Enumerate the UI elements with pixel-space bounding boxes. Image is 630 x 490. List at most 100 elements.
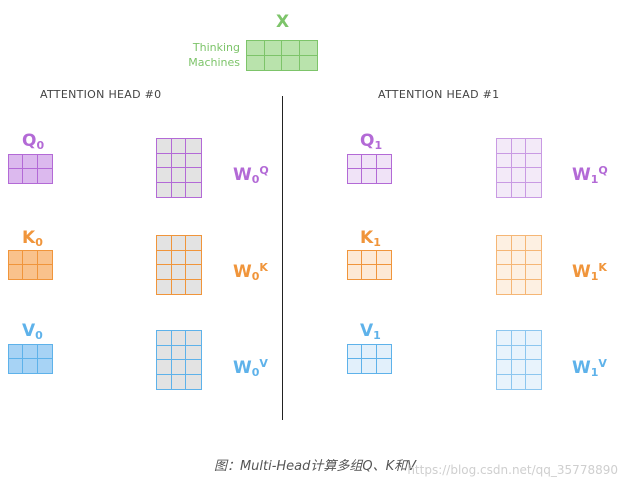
matrix-cell [377, 169, 391, 183]
matrix-cell [186, 154, 201, 168]
matrix-cell [497, 153, 512, 168]
matrix-cell [172, 182, 187, 197]
matrix-cell [186, 375, 201, 390]
matrix-cell [186, 331, 201, 346]
matrix-cell [171, 360, 187, 375]
matrix-cell [23, 359, 38, 373]
matrix-cell [186, 183, 201, 198]
head-1-k-matrix [347, 250, 392, 280]
matrix-cell [186, 236, 201, 251]
matrix-cell [348, 359, 363, 373]
matrix-cell [526, 360, 541, 375]
matrix-cell [511, 153, 527, 168]
matrix-cell [511, 236, 527, 251]
matrix-cell [171, 236, 187, 251]
matrix-cell [23, 155, 38, 169]
matrix-cell [511, 139, 527, 154]
matrix-cell [377, 265, 391, 279]
head-1-wv-matrix [496, 330, 542, 390]
matrix-cell [171, 153, 187, 168]
head-1-v-label: V1 [360, 321, 381, 342]
matrix-cell [497, 236, 512, 251]
matrix-cell [511, 345, 527, 360]
matrix-cell [9, 155, 24, 169]
matrix-cell [247, 41, 265, 56]
matrix-cell [171, 331, 187, 346]
matrix-cell [23, 265, 38, 279]
head-1-wq-matrix [496, 138, 542, 198]
matrix-cell [526, 280, 541, 295]
head-1-v-matrix [347, 344, 392, 374]
matrix-cell [348, 345, 363, 359]
matrix-cell [526, 265, 541, 280]
matrix-cell [37, 345, 52, 359]
matrix-cell [376, 345, 391, 359]
matrix-cell [23, 345, 38, 359]
matrix-cell [157, 153, 172, 168]
matrix-cell [247, 55, 265, 70]
matrix-cell [526, 346, 541, 360]
matrix-cell [511, 265, 527, 280]
matrix-cell [157, 168, 172, 183]
matrix-cell [157, 331, 172, 346]
matrix-cell [526, 331, 541, 346]
matrix-cell [157, 265, 172, 280]
matrix-cell [376, 251, 391, 265]
matrix-cell [282, 55, 300, 70]
head-0-title: ATTENTION HEAD #0 [40, 88, 162, 101]
matrix-cell [186, 280, 201, 295]
head-1-k-label: K1 [360, 228, 381, 249]
matrix-cell [526, 183, 541, 198]
matrix-cell [186, 251, 201, 265]
matrix-cell [37, 251, 52, 265]
matrix-cell [38, 359, 52, 373]
matrix-cell [9, 265, 24, 279]
matrix-cell [171, 345, 187, 360]
matrix-cell [265, 55, 282, 70]
matrix-cell [511, 331, 527, 346]
head-1-wq-label: W1Q [572, 164, 608, 186]
matrix-cell [348, 155, 363, 169]
head-divider [282, 96, 283, 420]
matrix-cell [526, 251, 541, 265]
head-1-wk-matrix [496, 235, 542, 295]
head-0-wv-label: W0V [233, 357, 268, 379]
matrix-cell [511, 360, 527, 375]
matrix-cell [377, 359, 391, 373]
matrix-cell [512, 374, 527, 389]
head-1-wv-label: W1V [572, 357, 607, 379]
head-0-wv-matrix [156, 330, 202, 390]
matrix-cell [497, 374, 512, 389]
head-0-k-matrix [8, 250, 53, 280]
head-0-wk-label: W0K [233, 261, 268, 283]
head-1-wk-label: W1K [572, 261, 607, 283]
matrix-cell [526, 375, 541, 390]
head-0-wq-matrix [156, 138, 202, 198]
matrix-cell [157, 139, 172, 154]
matrix-cell [9, 251, 24, 265]
matrix-cell [362, 345, 377, 359]
matrix-cell [171, 265, 187, 280]
matrix-cell [497, 345, 512, 360]
matrix-cell [171, 250, 187, 265]
matrix-cell [362, 169, 377, 183]
head-0-q-label: Q0 [22, 131, 45, 152]
matrix-cell [497, 250, 512, 265]
matrix-cell [157, 279, 172, 294]
matrix-cell [157, 360, 172, 375]
matrix-cell [497, 360, 512, 375]
head-1-q-matrix [347, 154, 392, 184]
matrix-cell [186, 265, 201, 280]
matrix-cell [9, 359, 24, 373]
matrix-cell [300, 56, 318, 71]
matrix-cell [9, 345, 24, 359]
input-matrix [246, 40, 318, 71]
figure-caption: 图：Multi-Head计算多组Q、K和V [213, 459, 417, 474]
input-word-thinking: Thinking [192, 41, 240, 54]
matrix-cell [348, 265, 363, 279]
matrix-cell [172, 374, 187, 389]
matrix-cell [299, 41, 317, 56]
matrix-cell [512, 279, 527, 294]
matrix-cell [37, 155, 52, 169]
